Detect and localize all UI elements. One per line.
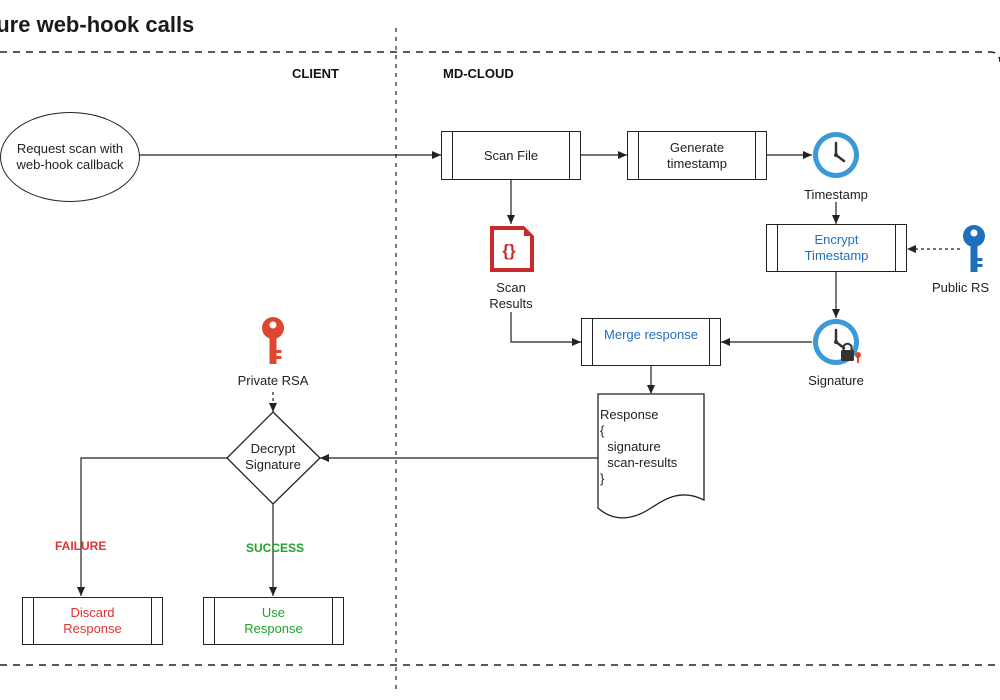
svg-text:{}: {} [502,241,516,260]
public-rsa-label: Public RS [932,280,990,295]
decrypt-signature-label: Decrypt Signature [245,441,301,472]
scan-results-label: Scan Results [489,280,533,311]
generate-timestamp-node: Generate timestamp [627,131,767,180]
merge-response-label: Merge response [604,327,698,342]
response-document-shape [597,393,705,519]
timestamp-label: Timestamp [804,187,868,202]
edge-results-to-merge [510,312,581,346]
request-scan-label: Request scan with web-hook callback [16,141,124,172]
locked-clock-icon [813,319,861,365]
frame-top-border [0,51,1000,63]
generate-timestamp-label: Generate timestamp [667,139,727,171]
edge-decrypt-to-discard [77,457,227,596]
success-label: SUCCESS [246,541,305,555]
private-rsa-label: Private RSA [237,373,309,388]
use-response-label: Use Response [244,605,303,636]
scan-file-label: Scan File [483,147,539,163]
page-title: cure web-hook calls [0,12,195,37]
clock-icon [813,132,859,178]
discard-response-node: Discard Response [22,597,163,645]
json-file-icon: {} [490,226,534,272]
discard-response-label: Discard Response [63,605,122,636]
lane-label-client: CLIENT [292,66,339,81]
request-scan-node: Request scan with web-hook callback [0,112,140,202]
lane-label-md-cloud: MD-CLOUD [443,66,514,81]
signature-label: Signature [808,373,864,388]
response-document-text: Response { signature scan-results } [600,407,678,486]
failure-label: FAILURE [55,539,107,553]
use-response-node: Use Response [203,597,344,645]
decrypt-signature-diamond [226,411,321,505]
scan-file-node: Scan File [441,131,581,180]
key-icon [963,225,985,272]
merge-response-node: Merge response [581,318,721,366]
key-icon [262,317,284,364]
encrypt-timestamp-label: Encrypt Timestamp [804,232,869,263]
encrypt-timestamp-node: Encrypt Timestamp [766,224,907,272]
